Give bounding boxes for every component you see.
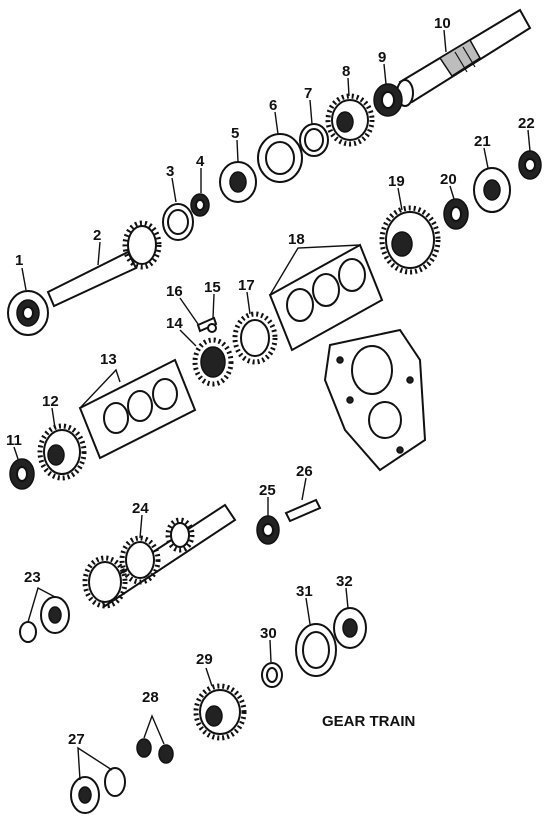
snap-ring-part-30: [261, 662, 283, 688]
gear-part-29: [193, 683, 247, 741]
bearing-part-32: [333, 607, 367, 649]
pin-part-26: [284, 498, 322, 523]
callout-32: 32: [336, 573, 353, 590]
bearing-part-21: [473, 167, 511, 213]
spring-part-15: [207, 323, 217, 333]
callout-25: 25: [259, 482, 276, 499]
bearing-part-20: [443, 198, 469, 230]
callout-7: 7: [304, 85, 312, 102]
callout-4: 4: [196, 153, 205, 170]
callout-21: 21: [474, 133, 491, 150]
key-part-16: [196, 316, 218, 333]
callout-27: 27: [68, 731, 85, 748]
bearing-set-part-23: [19, 596, 70, 643]
diagram-title: GEAR TRAIN: [322, 713, 415, 730]
callout-20: 20: [440, 171, 457, 188]
callout-18: 18: [288, 231, 305, 248]
callout-labels: 1 2 3 4 5 6 7 8 9 10 11 12 13 14 15 16 1…: [6, 15, 535, 748]
gear-part-12: [37, 423, 87, 481]
countershaft-part-24: [82, 503, 237, 609]
callout-11: 11: [6, 432, 22, 449]
callout-10: 10: [434, 15, 451, 32]
callout-23: 23: [24, 569, 41, 586]
gear-part-8: [325, 93, 375, 147]
callout-30: 30: [260, 625, 277, 642]
callout-6: 6: [269, 97, 277, 114]
ring-part-31: [295, 623, 337, 677]
ring-part-3: [162, 203, 194, 241]
callout-31: 31: [296, 583, 313, 600]
bearing-set-part-27: [70, 767, 126, 814]
gear-part-14: [192, 337, 234, 387]
callout-3: 3: [166, 163, 174, 180]
callout-13: 13: [100, 351, 117, 368]
ring-set-part-18: [268, 243, 384, 352]
callout-29: 29: [196, 651, 213, 668]
callout-14: 14: [166, 315, 183, 332]
bearing-part-25: [256, 515, 280, 545]
leader-lines: [13, 29, 531, 781]
callout-19: 19: [388, 173, 405, 190]
transmission-case: [323, 328, 427, 472]
bearing-part-11: [9, 458, 35, 490]
synchro-ring-part-7: [299, 123, 329, 157]
bearing-part-17: [232, 311, 278, 365]
callout-12: 12: [42, 393, 59, 410]
callout-1: 1: [15, 252, 23, 269]
callout-17: 17: [238, 277, 255, 294]
callout-26: 26: [296, 463, 313, 480]
needle-bearing-part-9: [373, 83, 403, 117]
input-shaft-part-2: [46, 220, 162, 308]
callout-28: 28: [142, 689, 159, 706]
bearing-part-22: [518, 150, 542, 180]
callout-5: 5: [231, 125, 239, 142]
bearing-part-4: [190, 193, 210, 217]
ring-set-part-13: [78, 358, 197, 460]
callout-16: 16: [166, 283, 183, 300]
bushing-set-part-28: [136, 738, 174, 764]
output-shaft-part-10: [396, 8, 532, 107]
callout-22: 22: [518, 115, 535, 132]
callout-15: 15: [204, 279, 221, 296]
gear-part-5: [219, 161, 257, 203]
bearing-part-1: [7, 290, 49, 336]
callout-2: 2: [93, 227, 101, 244]
callout-24: 24: [132, 500, 149, 517]
callout-9: 9: [378, 49, 386, 66]
callout-8: 8: [342, 63, 350, 80]
gear-part-19: [379, 205, 441, 275]
sleeve-part-6: [257, 133, 303, 183]
